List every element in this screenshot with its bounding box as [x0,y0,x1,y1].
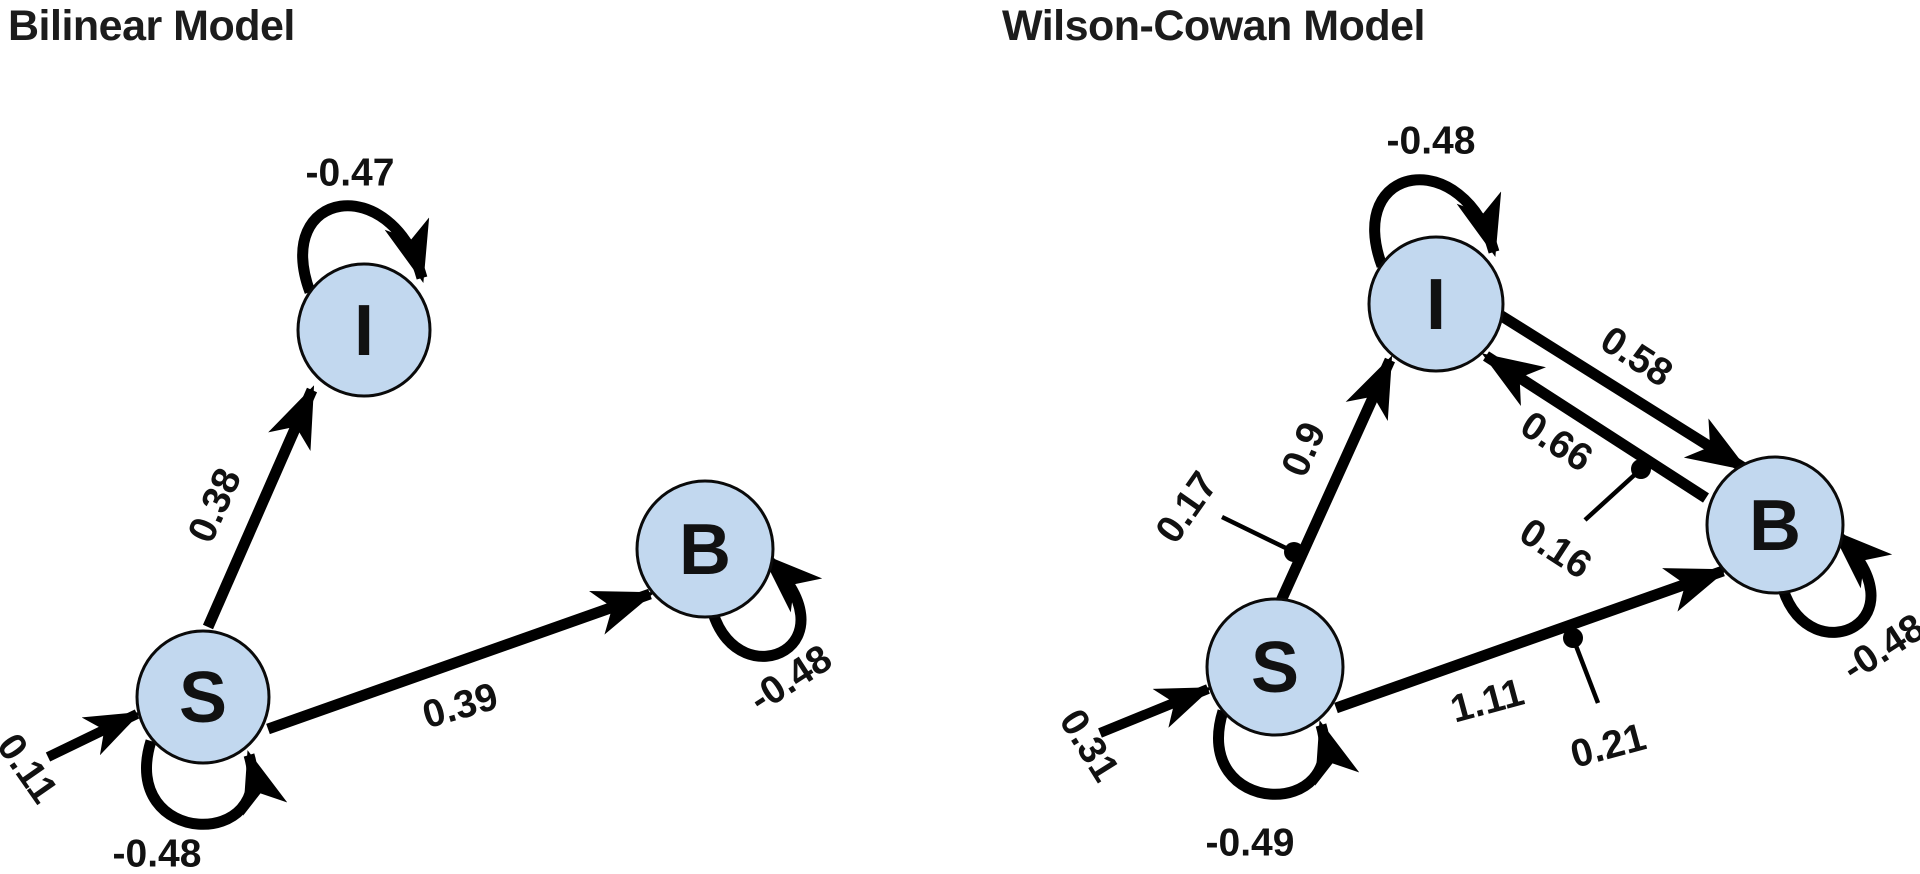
self-loop-b [1777,528,1893,638]
modulator-dot-s-to-b [1563,628,1583,648]
edge-s-to-i [202,385,318,630]
edge-s-to-b-weight: 1.11 [1446,671,1528,732]
self-loop-i-weight: -0.47 [306,152,395,195]
node-i-label: I [1426,265,1446,345]
modulator-s-to-b-weight: 0.21 [1566,716,1650,777]
modulator-line-s-to-i [1221,514,1295,555]
edge-s-to-i-weight: 0.9 [1273,416,1334,483]
self-loop-s [1213,709,1360,800]
wilson-cowan-panel: I B S -0.48 -0.49 -0.48 0.9 0.58 0.66 1.… [1051,120,1920,865]
modulator-s-to-i-weight: 0.17 [1148,464,1227,551]
wilson-cowan-title: Wilson-Cowan Model [1002,2,1425,50]
self-loop-s-weight: -0.49 [1206,822,1295,865]
node-b [1705,455,1845,595]
edge-s-to-i [1274,355,1396,606]
edge-s-to-i-weight: 0.38 [180,462,250,549]
edge-s-to-b-weight: 0.39 [418,675,503,737]
edge-s-to-b [1334,565,1728,714]
modulator-b-to-i-weight: 0.16 [1512,510,1599,587]
self-loop-i-weight: -0.48 [1387,120,1476,163]
node-s [1205,597,1345,737]
modulator-dot-b-to-i [1631,459,1651,479]
input-arrow-s [1098,684,1213,738]
node-s [135,629,271,765]
edge-i-to-b [1497,310,1749,473]
node-b-label: B [679,510,731,590]
self-loop-s [141,739,288,830]
self-loop-i [297,200,430,294]
node-i-label: I [354,291,374,371]
self-loop-b-weight: -0.48 [1835,606,1920,690]
modulator-line-b-to-i [1583,467,1643,522]
edge-s-to-b [266,588,655,735]
node-b-label: B [1749,486,1801,566]
node-b [635,479,775,619]
node-i [1367,235,1505,373]
self-loop-s-weight: -0.48 [113,833,202,874]
modulator-line-s-to-b [1570,637,1601,704]
bilinear-panel: I B S -0.47 -0.48 -0.48 0.38 0.39 0.11 [0,152,840,874]
modulator-dot-s-to-i [1284,542,1304,562]
input-s-weight: 0.11 [0,726,66,811]
node-s-label: S [179,658,227,738]
node-i [296,262,432,398]
edge-b-to-i [1481,351,1709,503]
node-s-label: S [1251,628,1299,708]
self-loop-b [707,552,823,662]
bilinear-title: Bilinear Model [8,2,295,50]
input-arrow-s [45,709,142,762]
self-loop-i [1369,174,1502,268]
input-s-weight: 0.31 [1051,702,1128,789]
